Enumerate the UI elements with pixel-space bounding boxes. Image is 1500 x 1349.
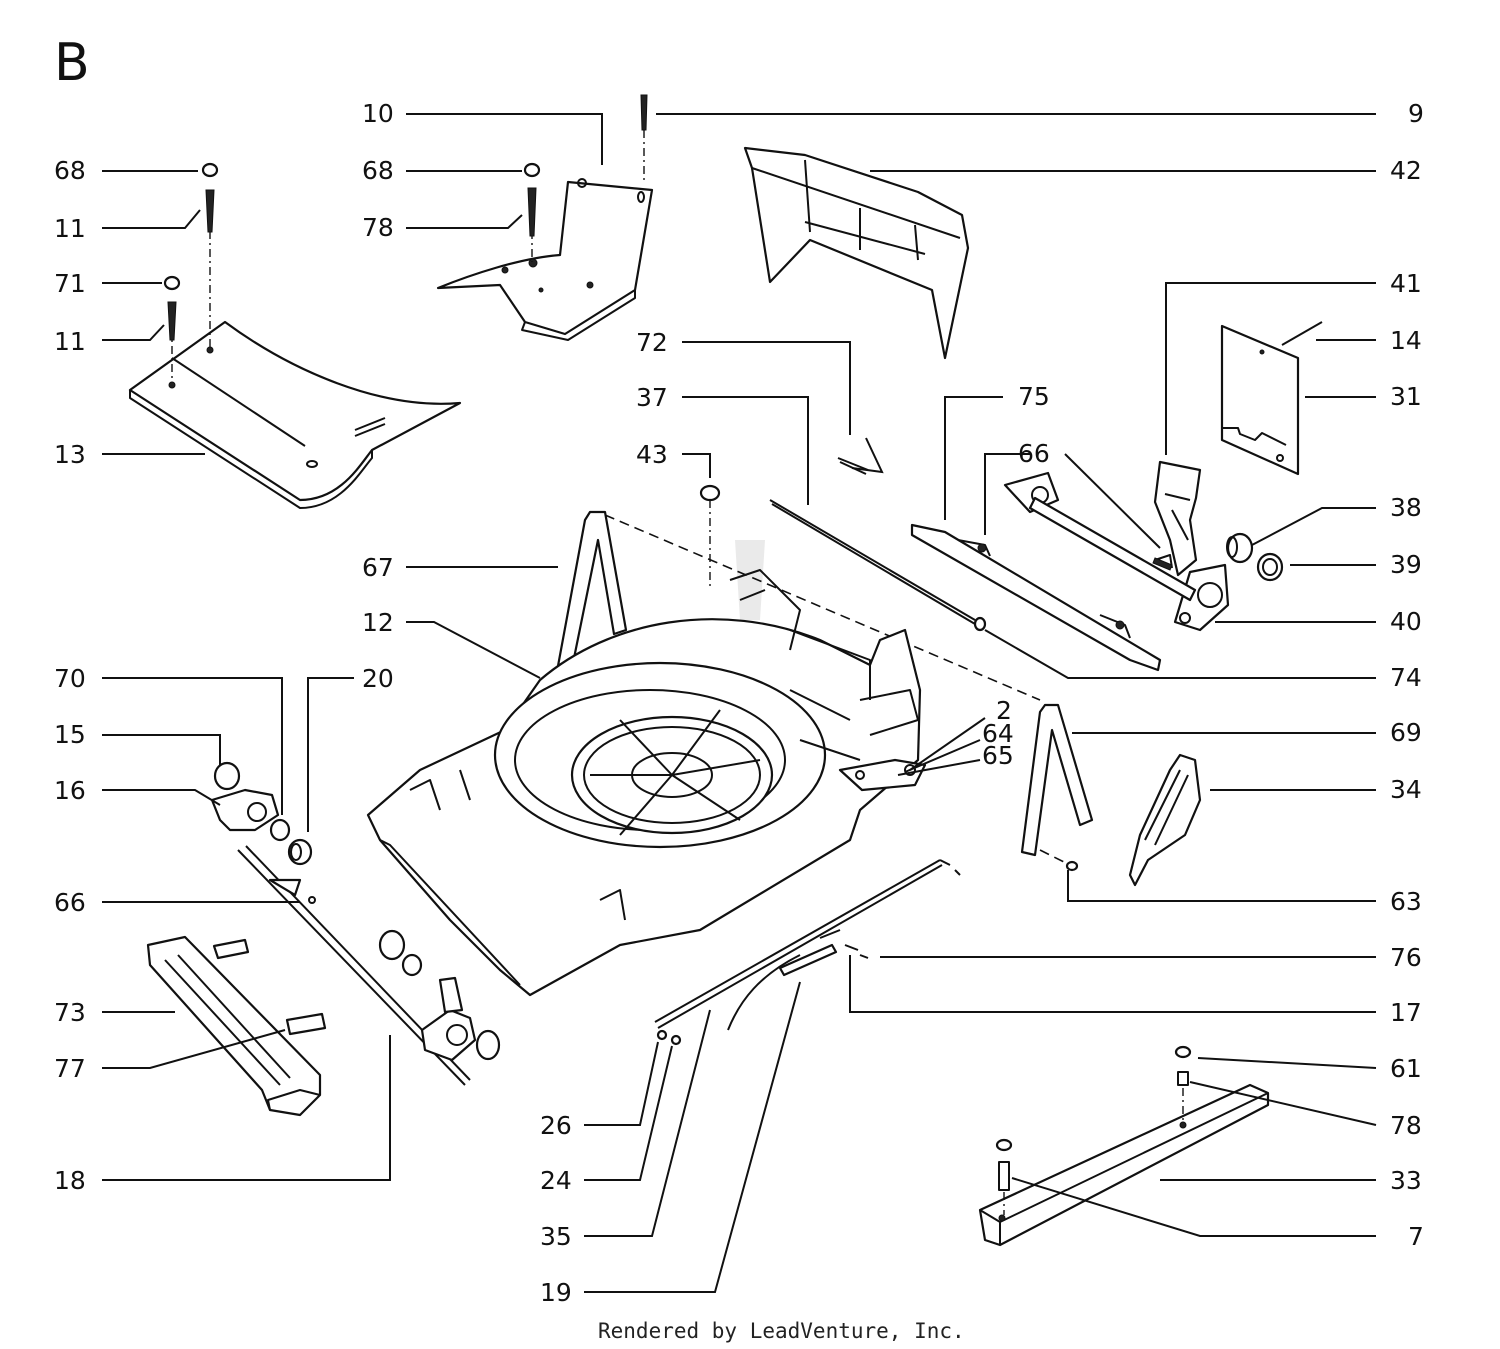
callout-9: 9 <box>1408 99 1424 128</box>
callout-7: 7 <box>1408 1222 1424 1251</box>
leader-lines <box>102 113 1377 1293</box>
callout-66-lower: 66 <box>54 888 86 917</box>
callout-15: 15 <box>54 720 86 749</box>
callout-33: 33 <box>1390 1166 1422 1195</box>
alignment-line-right <box>1039 849 1071 866</box>
callout-74: 74 <box>1390 663 1422 692</box>
callout-68-center: 68 <box>362 156 394 185</box>
part-13-flap-plate <box>128 195 462 509</box>
callout-76: 76 <box>1390 943 1422 972</box>
part-41-lever <box>1153 460 1202 577</box>
part-67-bracket-left <box>556 510 628 670</box>
callout-35: 35 <box>540 1222 572 1251</box>
callout-2: 2 <box>996 696 1012 725</box>
callout-16: 16 <box>54 776 86 805</box>
callout-20: 20 <box>362 664 394 693</box>
callout-69: 69 <box>1390 718 1422 747</box>
part-77-pad-b <box>285 1012 327 1036</box>
part-34-side-guide <box>1128 753 1202 887</box>
callout-34: 34 <box>1390 775 1422 804</box>
part-38-bushing <box>1226 532 1254 564</box>
part-76-clip <box>844 944 869 959</box>
part-11-screw-left <box>163 162 219 341</box>
callout-11-upper: 11 <box>54 214 86 243</box>
part-69-bracket-right <box>1020 703 1094 857</box>
part-42-rear-deflector <box>743 146 970 360</box>
part-10-bracket <box>436 162 654 341</box>
part-73-front-bar <box>146 935 322 1117</box>
part-17-spring <box>778 929 841 977</box>
callout-78-lower: 78 <box>1390 1111 1422 1140</box>
part-33-rear-bar <box>978 1083 1270 1247</box>
part-16-wheel-bracket-left <box>210 761 313 866</box>
part-63-nut <box>1065 860 1079 872</box>
callout-12: 12 <box>362 608 394 637</box>
callout-65: 65 <box>982 741 1014 770</box>
callout-41: 41 <box>1390 269 1422 298</box>
part-77-pad-a <box>212 938 250 960</box>
part-19-cable <box>654 859 961 1031</box>
part-26-24-ends <box>656 1029 682 1046</box>
part-43-plug <box>699 484 721 590</box>
callout-71: 71 <box>54 269 86 298</box>
part-75-adjust-bar <box>910 523 1162 672</box>
callout-42: 42 <box>1390 156 1422 185</box>
callout-37: 37 <box>636 383 668 412</box>
part-72-spring <box>837 437 884 475</box>
callout-19: 19 <box>540 1278 572 1307</box>
credit-text: Rendered by LeadVenture, Inc. <box>598 1319 965 1343</box>
callout-40: 40 <box>1390 607 1422 636</box>
callout-14: 14 <box>1390 326 1422 355</box>
callout-26: 26 <box>540 1111 572 1140</box>
part-9-pin <box>640 94 648 180</box>
callout-24: 24 <box>540 1166 572 1195</box>
part-12-deck-housing <box>366 569 922 997</box>
callout-11-lower: 11 <box>54 327 86 356</box>
callout-31: 31 <box>1390 382 1422 411</box>
part-66-bolt-upper <box>1152 557 1173 571</box>
callout-68-left: 68 <box>54 156 86 185</box>
callout-73: 73 <box>54 998 86 1027</box>
callout-18: 18 <box>54 1166 86 1195</box>
part-16-wheel-bracket-right <box>378 929 501 1062</box>
callout-70: 70 <box>54 664 86 693</box>
part-61-78-7-fasteners <box>995 1045 1192 1215</box>
callout-64: 64 <box>982 719 1014 748</box>
part-39-ring <box>1256 552 1284 582</box>
callout-66-upper: 66 <box>1018 439 1050 468</box>
callout-43: 43 <box>636 440 668 469</box>
callout-78-upper: 78 <box>362 213 394 242</box>
callout-77: 77 <box>54 1054 86 1083</box>
part-40-rear-axle <box>1003 471 1230 632</box>
part-37-rod <box>769 499 987 632</box>
callout-38: 38 <box>1390 493 1422 522</box>
callout-labels: 10 9 68 68 42 11 78 71 41 11 72 14 37 75… <box>54 99 1424 1307</box>
callout-72: 72 <box>636 328 668 357</box>
callout-13: 13 <box>54 440 86 469</box>
callout-61: 61 <box>1390 1054 1422 1083</box>
part-31-cover-plate <box>1220 321 1323 476</box>
callout-75: 75 <box>1018 382 1050 411</box>
callout-67: 67 <box>362 553 394 582</box>
section-letter: B <box>54 33 90 93</box>
callout-39: 39 <box>1390 550 1422 579</box>
callout-10: 10 <box>362 99 394 128</box>
callout-17: 17 <box>1390 998 1422 1027</box>
alignment-line-left <box>604 514 1041 701</box>
callout-63: 63 <box>1390 887 1422 916</box>
part-2-latch <box>838 758 927 792</box>
